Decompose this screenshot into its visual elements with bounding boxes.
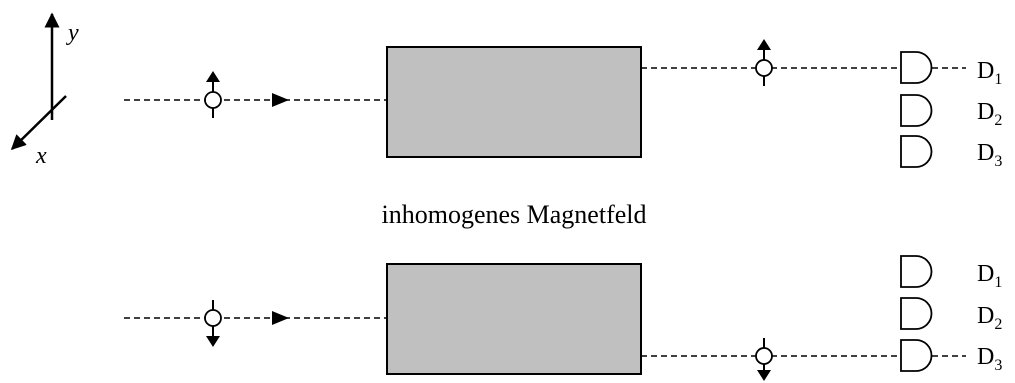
x-axis-label: x: [35, 143, 47, 169]
coordinate-axes: y x: [10, 12, 79, 169]
top-detector-1-label: D1: [977, 58, 1002, 88]
top-detector-1: [900, 51, 933, 84]
magnetic-field-label: inhomogenes Magnetfeld: [382, 200, 647, 229]
bottom-detector-1-label: D1: [977, 261, 1002, 291]
bottom-magnet-box: [386, 263, 642, 375]
top-detector-2-label: D2: [977, 99, 1002, 129]
top-magnet-box: [386, 46, 642, 158]
bottom-experiment: D1 D2 D3: [124, 255, 1002, 381]
bottom-detector-2: [900, 297, 933, 330]
bottom-beam-direction-arrow: [272, 311, 289, 325]
bottom-detector-1: [900, 255, 933, 288]
top-detector-3: [900, 135, 933, 168]
bottom-detector-2-label: D2: [977, 303, 1002, 333]
spin-up-icon: [204, 71, 222, 118]
spin-down-icon: [204, 300, 222, 347]
top-experiment: D1 D2 D3: [124, 39, 1002, 170]
top-detector-3-label: D3: [977, 140, 1002, 170]
spin-down-icon: [755, 338, 773, 381]
bottom-detector-3-label: D3: [977, 344, 1002, 374]
y-axis-label: y: [66, 20, 79, 46]
x-axis: [10, 95, 67, 151]
top-beam-direction-arrow: [272, 93, 289, 107]
top-detector-2: [900, 94, 933, 127]
bottom-detector-3: [900, 339, 933, 372]
spin-up-icon: [755, 39, 773, 86]
